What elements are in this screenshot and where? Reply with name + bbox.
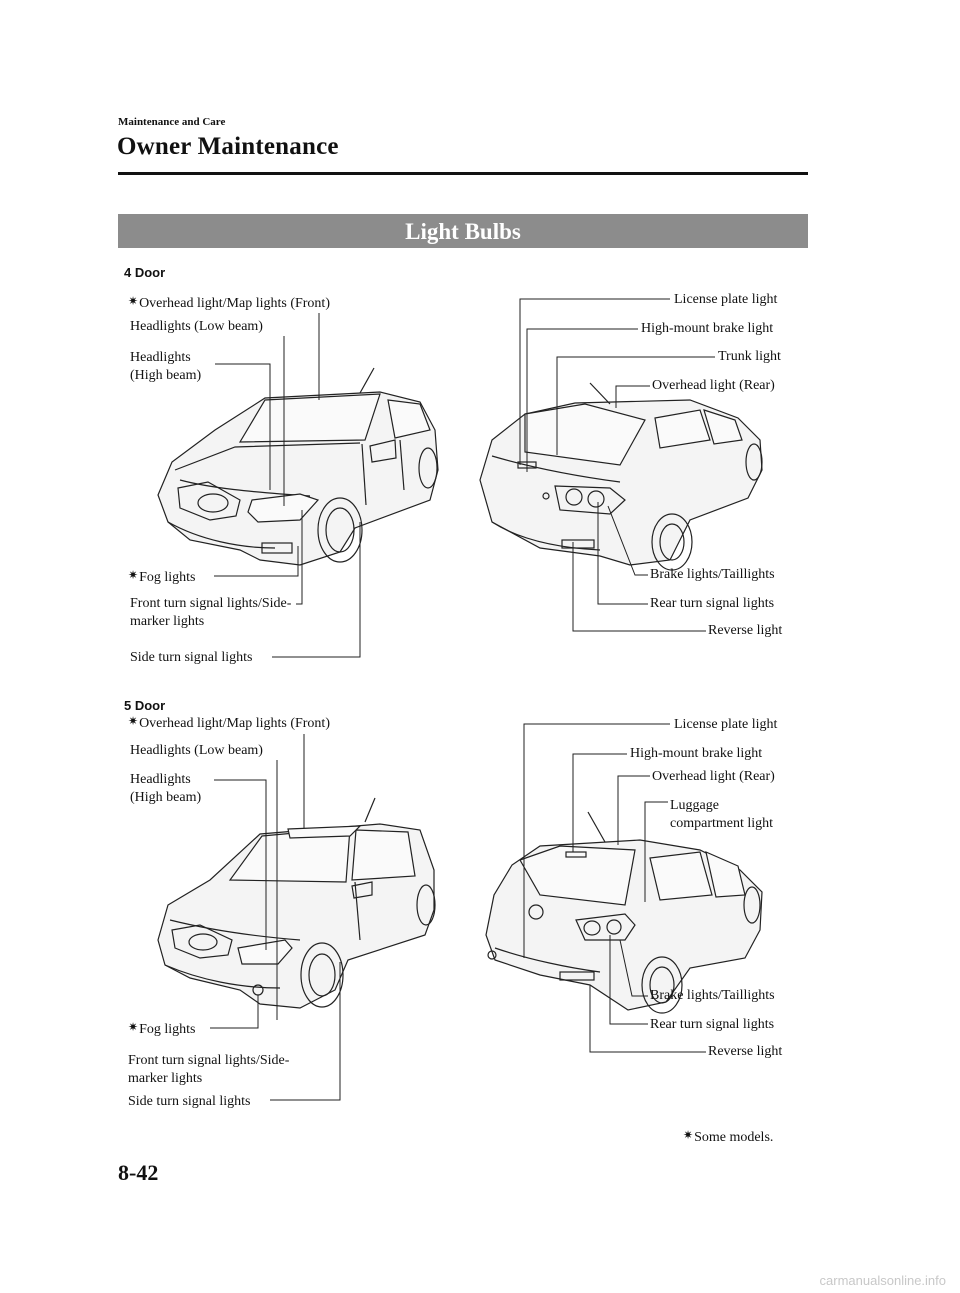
door4-label-fog: ✷Fog lights: [128, 568, 196, 585]
door4-label-headlights-high: Headlights (High beam): [130, 350, 202, 383]
door5-label-headlights-high: Headlights (High beam): [130, 772, 202, 805]
door4-label-high-mount: High-mount brake light: [641, 321, 774, 336]
door5-label-front-turn: Front turn signal lights/Side- marker li…: [128, 1053, 290, 1086]
page-number: 8-42: [118, 1160, 159, 1185]
door4-label-overhead-front: ✷Overhead light/Map lights (Front): [128, 294, 330, 311]
star-icon: ✷: [128, 568, 139, 582]
door5-label-overhead-front: ✷Overhead light/Map lights (Front): [128, 714, 330, 731]
door4-label-headlights-low: Headlights (Low beam): [130, 319, 263, 334]
door4-front-leaders: [214, 313, 361, 658]
hatchback-rear-illustration: [485, 811, 763, 1014]
section-label: Maintenance and Care: [118, 116, 226, 128]
door4-rear-leaders: [519, 298, 715, 632]
door5-label-high-mount: High-mount brake light: [630, 746, 763, 761]
door4-label-trunk: Trunk light: [718, 349, 781, 364]
door5-label-reverse: Reverse light: [708, 1044, 783, 1059]
title-rule: [118, 172, 808, 175]
door5-label-side-turn: Side turn signal lights: [128, 1094, 251, 1109]
star-icon: ✷: [128, 294, 139, 308]
door4-label-side-turn: Side turn signal lights: [130, 650, 253, 665]
door5-label-license: License plate light: [674, 717, 778, 732]
door5-front-leaders: [210, 734, 341, 1101]
footer-watermark: carmanualsonline.info: [819, 1273, 946, 1288]
star-icon: ✷: [128, 1020, 139, 1034]
door5-label-brake-tail: Brake lights/Taillights: [650, 988, 775, 1003]
page-title: Owner Maintenance: [117, 133, 339, 160]
section-banner: Light Bulbs: [118, 214, 808, 248]
star-icon: ✷: [683, 1128, 694, 1142]
door5-label-luggage: Luggage compartment light: [670, 798, 774, 831]
door4-label-front-turn: Front turn signal lights/Side-marker lig…: [130, 596, 292, 629]
door5-label-overhead-rear: Overhead light (Rear): [652, 769, 775, 784]
door4-label-rear-turn: Rear turn signal lights: [650, 596, 775, 611]
door4-heading: 4 Door: [124, 265, 166, 280]
door4-label-brake-tail: Brake lights/Taillights: [650, 567, 775, 582]
door5-heading: 5 Door: [124, 698, 166, 713]
door5-label-headlights-low: Headlights (Low beam): [130, 743, 263, 758]
hatchback-front-illustration: [157, 797, 436, 1009]
door5-label-rear-turn: Rear turn signal lights: [650, 1017, 775, 1032]
door5-label-fog: ✷Fog lights: [128, 1020, 196, 1037]
door4-label-license: License plate light: [674, 292, 778, 307]
sedan-front-illustration: [157, 367, 439, 566]
sedan-rear-illustration: [479, 382, 763, 571]
door5-rear-leaders: [523, 723, 706, 1053]
footnote-some-models: ✷Some models.: [683, 1128, 774, 1145]
door4-label-overhead-rear: Overhead light (Rear): [652, 378, 775, 393]
star-icon: ✷: [128, 714, 139, 728]
door4-label-reverse: Reverse light: [708, 623, 783, 638]
